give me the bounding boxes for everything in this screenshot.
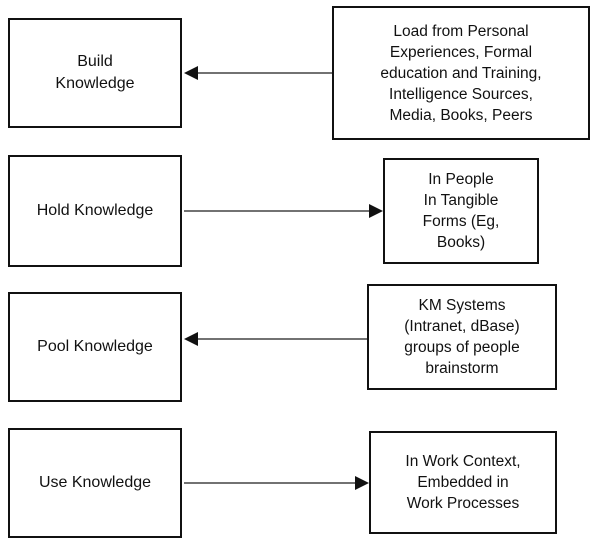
- arrow-pool: [184, 332, 367, 346]
- detail-text-build: Load from Personal Experiences, Formal e…: [380, 22, 542, 124]
- detail-box-pool: KM Systems (Intranet, dBase) groups of p…: [367, 284, 557, 390]
- stage-box-use: Use Knowledge: [8, 428, 182, 538]
- detail-box-use: In Work Context, Embedded in Work Proces…: [369, 431, 557, 534]
- arrow-build: [184, 66, 332, 80]
- arrow-hold: [184, 204, 383, 218]
- detail-box-hold: In People In Tangible Forms (Eg, Books): [383, 158, 539, 264]
- stage-box-build: Build Knowledge: [8, 18, 182, 128]
- detail-text-pool: KM Systems (Intranet, dBase) groups of p…: [404, 297, 520, 377]
- detail-box-build: Load from Personal Experiences, Formal e…: [332, 6, 590, 140]
- stage-label-use: Use Knowledge: [38, 474, 152, 491]
- detail-text-hold: In People In Tangible Forms (Eg, Books): [422, 171, 500, 251]
- stage-box-hold: Hold Knowledge: [8, 155, 182, 267]
- detail-text-use: In Work Context, Embedded in Work Proces…: [405, 453, 521, 512]
- stage-label-build: Build Knowledge: [55, 53, 135, 92]
- stage-label-pool: Pool Knowledge: [37, 338, 153, 355]
- stage-label-hold: Hold Knowledge: [36, 202, 154, 219]
- arrow-use: [184, 476, 369, 490]
- stage-box-pool: Pool Knowledge: [8, 292, 182, 402]
